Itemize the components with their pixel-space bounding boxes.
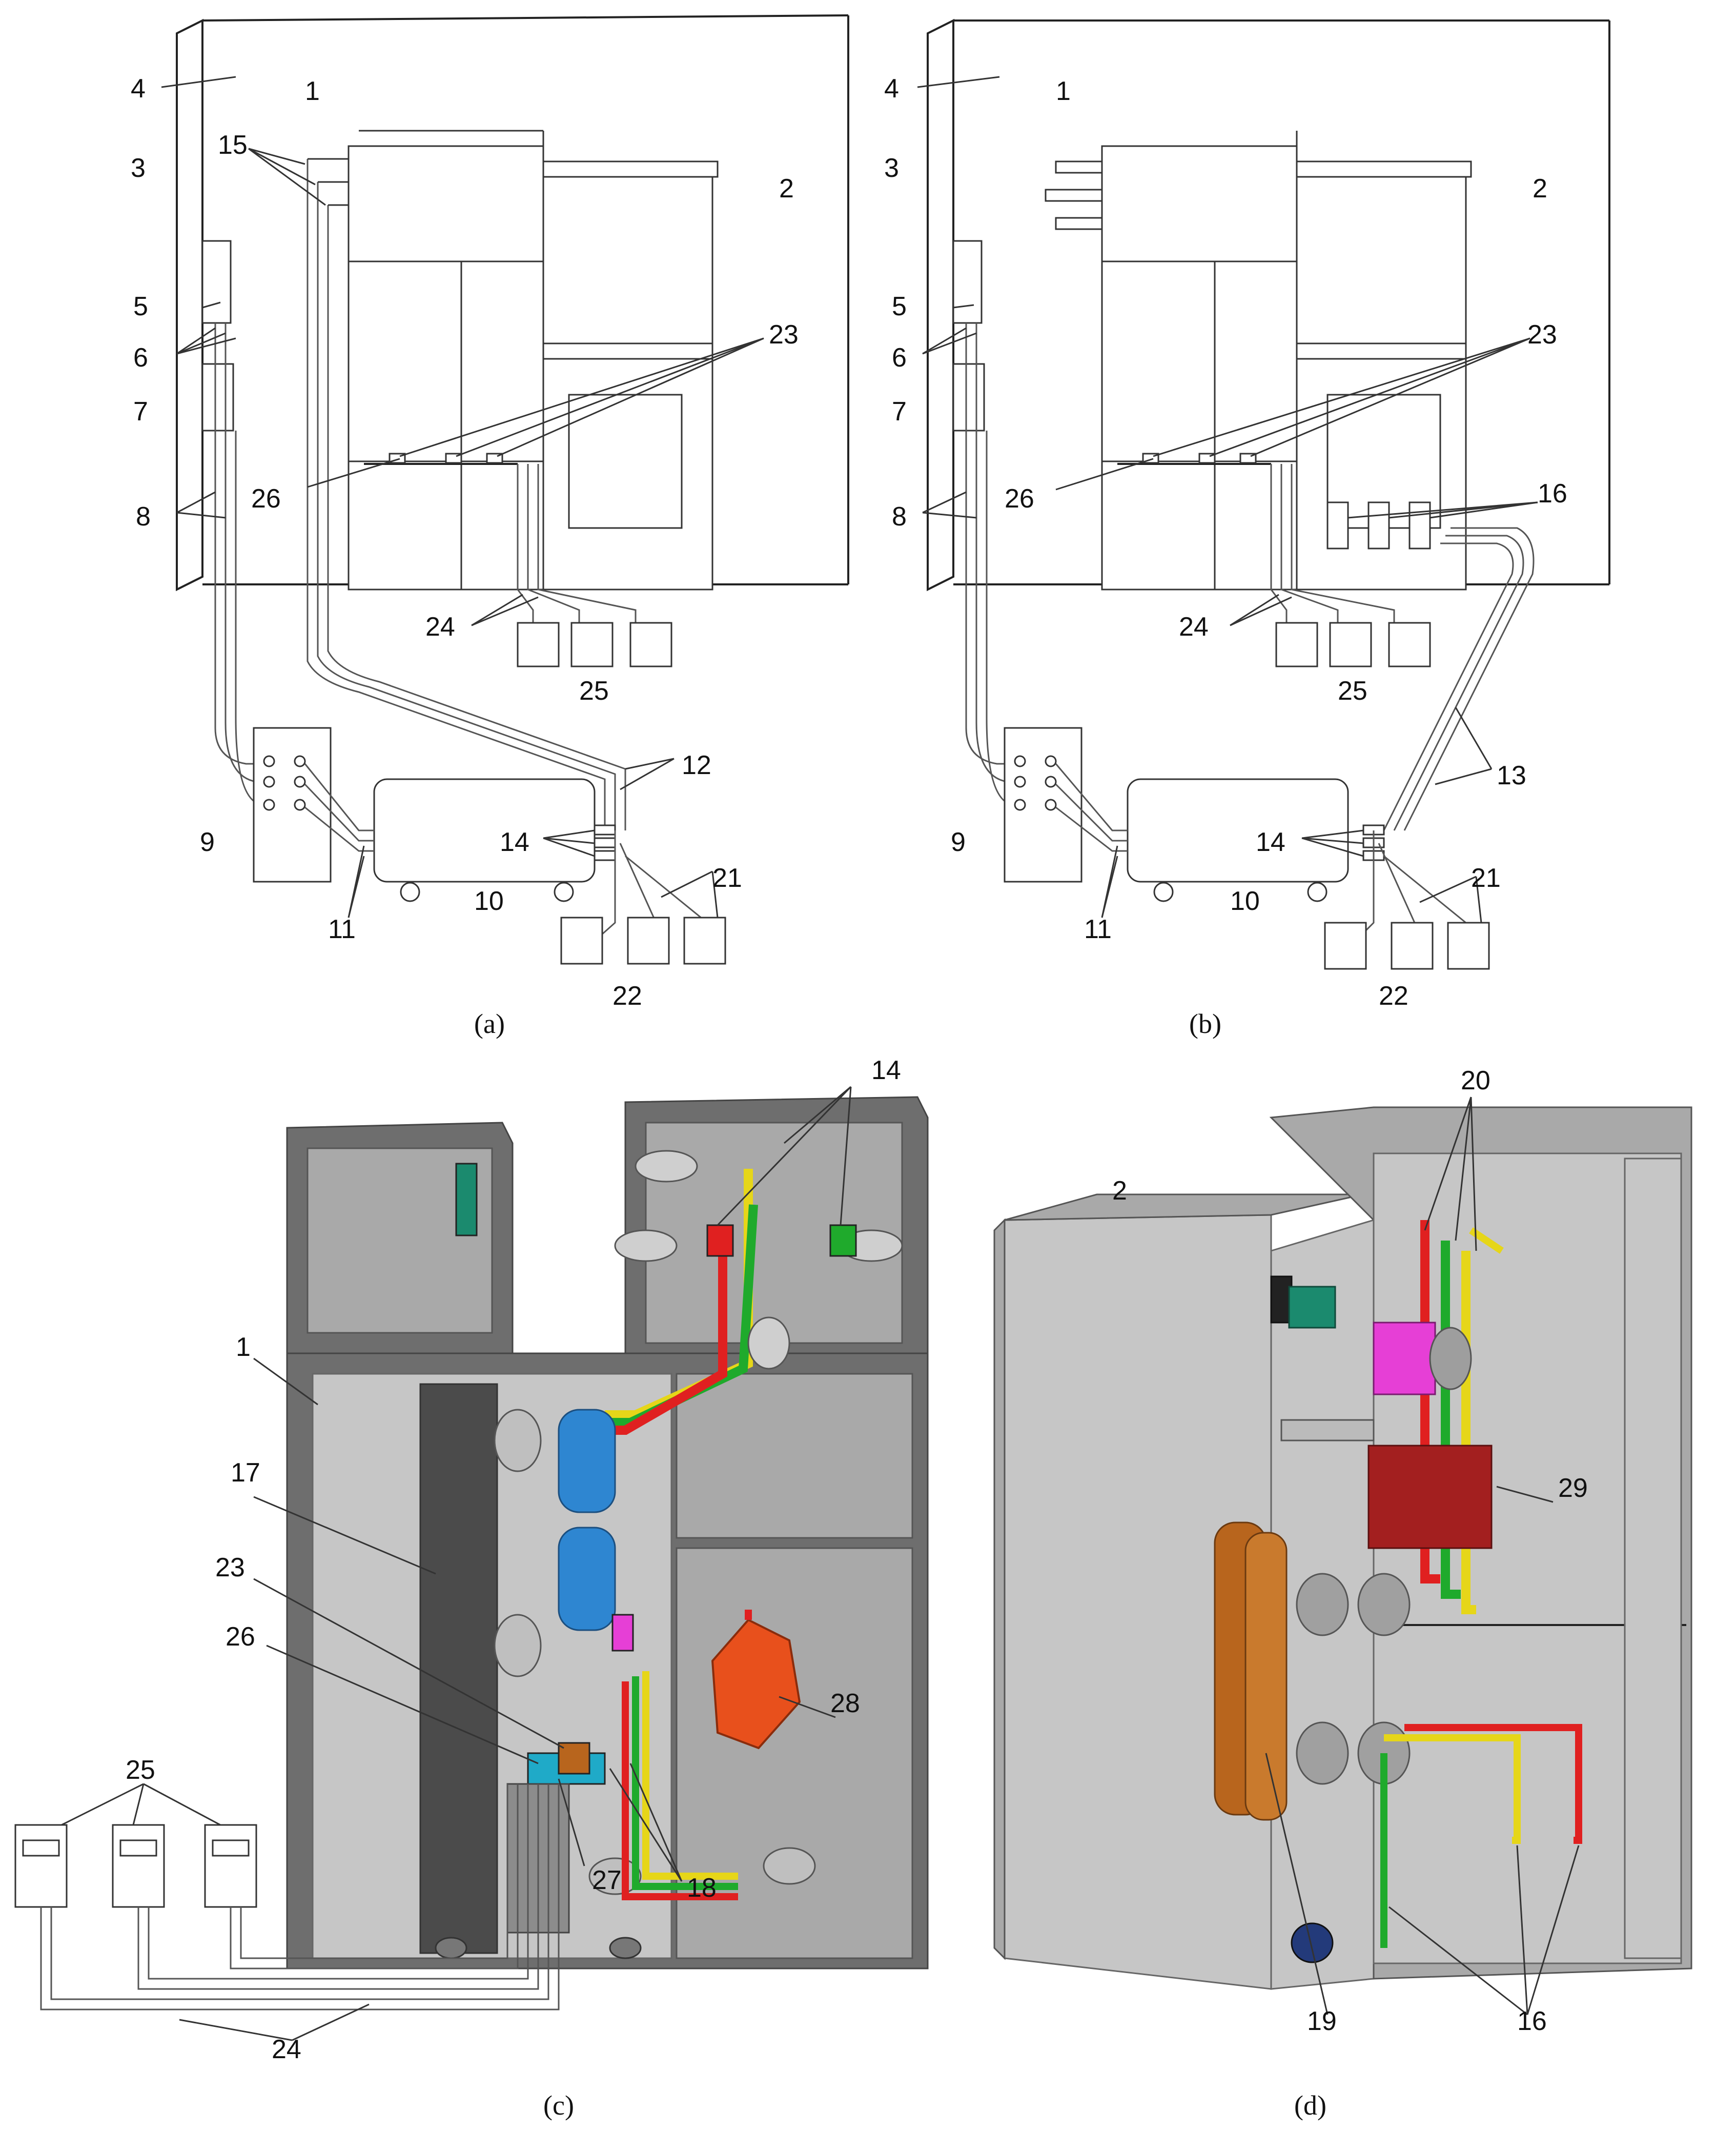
callout-label: 7 bbox=[133, 397, 148, 427]
sensor-16b bbox=[1367, 501, 1390, 550]
callout-label: 2 bbox=[1112, 1176, 1127, 1206]
callout-label: 7 bbox=[892, 397, 907, 427]
meter-25c-2 bbox=[112, 1824, 165, 1908]
panel-caption: (b) bbox=[1189, 1008, 1221, 1039]
callout-label: 13 bbox=[1497, 761, 1526, 790]
callout-label: 10 bbox=[1230, 886, 1260, 916]
cabinet-2-window bbox=[568, 394, 683, 529]
callout-label: 1 bbox=[1056, 76, 1071, 106]
meter-25b bbox=[570, 622, 614, 667]
callout-label: 11 bbox=[328, 915, 356, 944]
cabinet-1-body bbox=[348, 260, 544, 591]
device-7 bbox=[201, 363, 234, 432]
callout-label: 8 bbox=[892, 502, 907, 532]
callout-label: 3 bbox=[131, 153, 146, 183]
callout-label: 23 bbox=[215, 1553, 245, 1582]
callout-label: 16 bbox=[1517, 2006, 1547, 2036]
panel-b bbox=[917, 18, 1610, 970]
callout-label: 22 bbox=[1379, 981, 1408, 1011]
callout-label: 23 bbox=[769, 320, 799, 350]
callout-label: 1 bbox=[236, 1332, 251, 1362]
callout-label: 19 bbox=[1307, 2006, 1337, 2036]
panel-d bbox=[993, 1097, 1692, 2016]
callout-label: 28 bbox=[830, 1689, 860, 1718]
callout-label: 4 bbox=[131, 74, 146, 104]
callout-label: 25 bbox=[1338, 676, 1367, 706]
callout-label: 29 bbox=[1558, 1473, 1588, 1503]
meter-25c-1 bbox=[14, 1824, 68, 1908]
callout-label: 14 bbox=[871, 1055, 901, 1085]
callout-label: 23 bbox=[1527, 320, 1557, 350]
callout-label: 21 bbox=[1471, 863, 1501, 893]
callout-label: 4 bbox=[884, 74, 899, 104]
callout-label: 26 bbox=[226, 1622, 255, 1652]
callout-label: 2 bbox=[1533, 174, 1547, 204]
callout-label: 12 bbox=[682, 750, 711, 780]
meter-22b bbox=[627, 917, 670, 965]
callout-label: 10 bbox=[474, 886, 504, 916]
callout-label: 18 bbox=[687, 1873, 717, 1903]
cabinet-1-top-b bbox=[1101, 145, 1298, 262]
callout-label: 25 bbox=[126, 1755, 155, 1785]
panel-caption: (d) bbox=[1294, 2090, 1326, 2121]
panel-caption: (a) bbox=[474, 1008, 505, 1039]
callout-label: 25 bbox=[579, 676, 609, 706]
panel-c bbox=[14, 1086, 929, 2041]
callout-label: 3 bbox=[884, 153, 899, 183]
callout-label: 21 bbox=[712, 863, 742, 893]
meter-25a bbox=[517, 622, 560, 667]
panel-a bbox=[161, 14, 849, 965]
callout-label: 9 bbox=[951, 827, 966, 857]
callout-label: 14 bbox=[500, 827, 529, 857]
callout-label: 20 bbox=[1461, 1066, 1490, 1095]
meter-22c bbox=[683, 917, 726, 965]
meter-22a bbox=[560, 917, 603, 965]
callout-label: 9 bbox=[200, 827, 215, 857]
tank-10 bbox=[373, 778, 596, 883]
callout-label: 11 bbox=[1084, 915, 1112, 944]
callout-label: 26 bbox=[1005, 484, 1034, 514]
callout-label: 24 bbox=[1179, 612, 1209, 642]
callout-label: 5 bbox=[892, 292, 907, 321]
panel-caption: (c) bbox=[543, 2090, 574, 2121]
callout-label: 16 bbox=[1538, 479, 1567, 509]
meter-25c-3 bbox=[204, 1824, 257, 1908]
callout-label: 14 bbox=[1256, 827, 1285, 857]
meter-25c bbox=[629, 622, 672, 667]
callout-label: 6 bbox=[133, 343, 148, 373]
callout-label: 24 bbox=[272, 2035, 301, 2064]
cabinet-1-top bbox=[348, 145, 544, 262]
callout-label: 26 bbox=[251, 484, 281, 514]
callout-label: 5 bbox=[133, 292, 148, 321]
sensor-16c bbox=[1408, 501, 1431, 550]
callout-label: 1 bbox=[305, 76, 320, 106]
device-5 bbox=[201, 240, 232, 324]
callout-label: 17 bbox=[231, 1458, 260, 1488]
sensor-16a bbox=[1326, 501, 1349, 550]
callout-label: 8 bbox=[136, 502, 151, 532]
unit-9 bbox=[253, 727, 332, 883]
callout-label: 2 bbox=[779, 174, 794, 204]
callout-label: 24 bbox=[425, 612, 455, 642]
callout-label: 6 bbox=[892, 343, 907, 373]
callout-label: 27 bbox=[592, 1865, 622, 1895]
callout-label: 22 bbox=[612, 981, 642, 1011]
callout-label: 15 bbox=[218, 130, 248, 160]
